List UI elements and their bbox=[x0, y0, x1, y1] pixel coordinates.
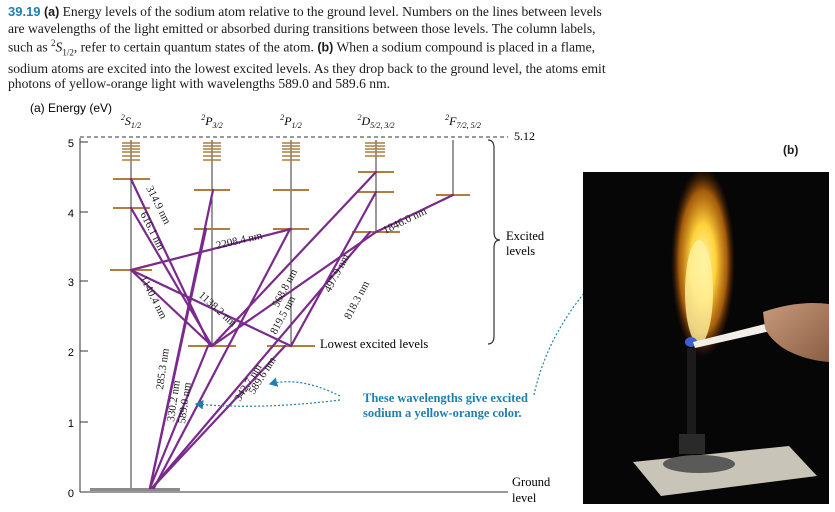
transition-line bbox=[148, 227, 208, 490]
column-header: 2F7/2, 5/2 bbox=[445, 113, 481, 130]
caption-line-1: Energy levels of the sodium atom relativ… bbox=[59, 4, 602, 19]
caption-state-superscript: 2 bbox=[51, 38, 56, 48]
flame-illustration bbox=[583, 172, 829, 504]
lowest-excited-label: Lowest excited levels bbox=[320, 337, 428, 351]
wavelength-label: 285.3 nm bbox=[154, 347, 172, 390]
wavelength-label: 818.3 nm bbox=[342, 279, 372, 322]
caption-line-2: are wavelengths of the light emitted or … bbox=[8, 20, 596, 36]
transition-line bbox=[150, 344, 287, 490]
ionization-energy-label: 5.12 bbox=[514, 129, 535, 143]
wavelength-label: 2208.4 nm bbox=[215, 230, 264, 252]
flame-photo bbox=[583, 172, 829, 504]
transition-line bbox=[129, 206, 214, 348]
burner-tube bbox=[687, 348, 696, 436]
hand bbox=[763, 303, 829, 362]
caption-state-symbol: S bbox=[55, 39, 63, 55]
wavelength-label: 589.0 nm bbox=[176, 381, 194, 424]
excited-label: Excited bbox=[506, 229, 545, 243]
figure-caption: 39.19 (a) Energy levels of the sodium at… bbox=[8, 4, 698, 92]
transition-line bbox=[289, 190, 378, 348]
transition-line bbox=[152, 227, 292, 490]
column-header: 2S1/2 bbox=[121, 113, 141, 130]
column-header: 2P3/2 bbox=[201, 113, 223, 130]
y-tick-label: 5 bbox=[68, 138, 74, 150]
high-level-stacks bbox=[122, 142, 385, 161]
burner-collar bbox=[679, 434, 705, 454]
transition-line bbox=[150, 230, 372, 490]
flame-core bbox=[685, 240, 713, 344]
transition-line bbox=[129, 268, 214, 348]
caption-panel-a-label: (a) bbox=[43, 5, 60, 19]
y-tick-label: 1 bbox=[68, 418, 74, 430]
column-header: 2D5/2, 3/2 bbox=[357, 113, 394, 130]
transition-line bbox=[129, 268, 293, 348]
y-tick-label: 2 bbox=[68, 347, 74, 359]
wavelength-label: 330.2 nm bbox=[165, 379, 183, 422]
y-tick-label: 4 bbox=[68, 208, 74, 220]
panel-b-label: (b) bbox=[783, 143, 799, 157]
transition-line bbox=[148, 344, 210, 490]
figure-number: 39.19 bbox=[8, 4, 41, 19]
excited-label: levels bbox=[506, 244, 535, 258]
color-note-line: sodium a yellow-orange color. bbox=[363, 406, 522, 420]
transition-line bbox=[210, 170, 378, 348]
transition-line bbox=[129, 227, 293, 272]
caption-line-5: photons of yellow-orange light with wave… bbox=[8, 76, 391, 92]
transition-line bbox=[210, 230, 378, 348]
caption-panel-b-label: (b) bbox=[317, 40, 334, 55]
burner-base bbox=[663, 455, 735, 473]
column-header: 2P1/2 bbox=[280, 113, 302, 130]
caption-state-subscript: 1/2 bbox=[62, 47, 74, 58]
wavelength-label: 1846.0 nm bbox=[381, 205, 429, 237]
caption-line-3-mid: , refer to certain quantum states of the… bbox=[73, 39, 318, 55]
y-axis-ticks bbox=[80, 141, 88, 493]
wavelength-label: 1138.2 nm bbox=[196, 289, 239, 329]
note-arrow bbox=[268, 377, 341, 397]
ground-level-bar bbox=[90, 488, 180, 491]
panel-a-label: (a) Energy (eV) bbox=[30, 101, 112, 115]
excited-levels-brace bbox=[487, 139, 501, 345]
caption-line-3-start: such as bbox=[8, 39, 52, 55]
color-note-line: These wavelengths give excited bbox=[363, 391, 528, 405]
ground-label: Ground bbox=[512, 475, 551, 489]
y-tick-label: 3 bbox=[68, 277, 74, 289]
ground-label: level bbox=[512, 491, 537, 505]
splint bbox=[693, 322, 775, 348]
transition-line bbox=[374, 193, 455, 234]
y-tick-label: 0 bbox=[68, 488, 74, 500]
caption-line-3-end: When a sodium compound is placed in a fl… bbox=[333, 39, 596, 55]
caption-line-4: sodium atoms are excited into the lowest… bbox=[8, 60, 606, 76]
note-arrow bbox=[194, 399, 341, 410]
note-to-flame-arrow bbox=[533, 248, 682, 396]
